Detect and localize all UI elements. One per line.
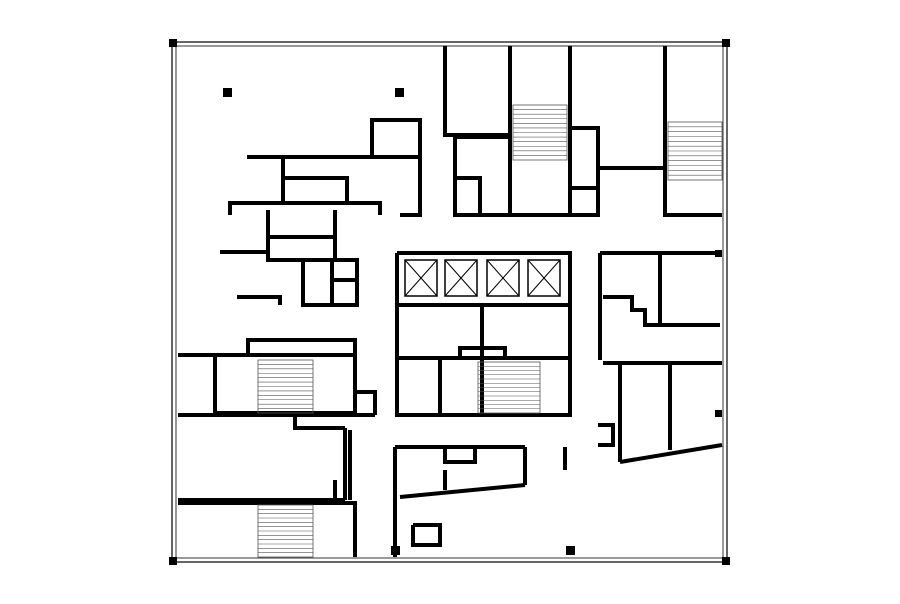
structural-columns	[169, 39, 730, 565]
wall	[510, 46, 572, 217]
wall	[293, 415, 345, 430]
column	[169, 39, 177, 47]
wall	[213, 338, 357, 415]
elevator	[404, 259, 438, 297]
outer-boundary	[171, 41, 728, 563]
column	[223, 88, 232, 97]
elevator-cross	[444, 259, 478, 297]
wall	[411, 523, 442, 547]
elevator-cab	[404, 259, 438, 297]
elevator-cab	[527, 259, 561, 297]
wall	[598, 423, 615, 447]
elevator	[444, 259, 478, 297]
wall	[658, 253, 720, 327]
column	[722, 39, 730, 47]
elevator-cross	[527, 259, 561, 297]
elevator	[527, 259, 561, 297]
wall	[399, 483, 526, 499]
staircase	[512, 104, 568, 161]
staircase	[257, 359, 314, 414]
wall	[453, 46, 512, 217]
elevator-cross	[404, 259, 438, 297]
wall	[370, 118, 422, 217]
column	[566, 546, 575, 555]
staircase	[667, 121, 723, 181]
elevators	[404, 259, 561, 297]
wall	[355, 390, 377, 415]
column	[715, 410, 722, 417]
wall	[178, 501, 357, 557]
staircase	[257, 504, 314, 558]
elevator-cab	[444, 259, 478, 297]
wall	[443, 46, 510, 137]
wall	[237, 295, 282, 305]
wall	[619, 443, 723, 464]
walls	[178, 46, 723, 557]
wall	[228, 201, 382, 215]
wall	[455, 176, 482, 215]
wall	[301, 258, 359, 307]
wall	[395, 251, 572, 417]
wall	[603, 295, 660, 327]
stairs	[257, 104, 723, 558]
wall	[570, 126, 600, 217]
column	[722, 557, 730, 565]
wall	[443, 447, 477, 464]
elevator-cab	[486, 259, 520, 297]
column	[395, 88, 404, 97]
elevator-cross	[486, 259, 520, 297]
wall	[458, 346, 507, 358]
wall	[663, 46, 722, 217]
column	[169, 557, 177, 565]
staircase	[477, 361, 541, 414]
elevator	[486, 259, 520, 297]
wall	[283, 176, 349, 205]
